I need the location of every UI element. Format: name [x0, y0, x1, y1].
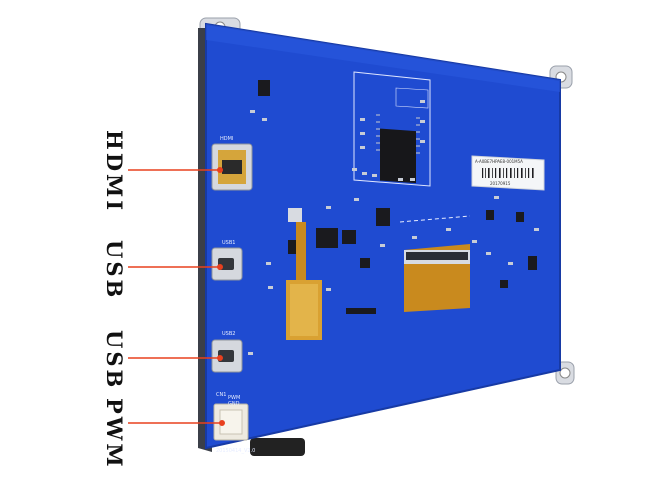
usb2-port [211, 339, 243, 373]
version-silk: 20150414_V2.0 [216, 448, 255, 454]
usb1-label: USB [102, 239, 127, 301]
pwr-con-silk: CN1 [216, 392, 226, 398]
hdmi-label: HDMI [102, 130, 127, 214]
pwr-gnd-silk: GND [228, 401, 240, 407]
barcode-sticker [471, 155, 545, 191]
mcu-chip [376, 114, 420, 184]
hdmi-port [211, 143, 253, 191]
usb2-label: USB [102, 329, 127, 391]
usb2-silk: USB2 [222, 331, 235, 337]
fpc-cable [286, 222, 322, 340]
hdmi-silk: HDMI [220, 136, 233, 142]
passive-components [248, 100, 539, 355]
fpc-outline [399, 215, 471, 223]
usb1-silk: USB1 [222, 240, 235, 246]
pwm-label: PWM [102, 398, 127, 470]
usb2-leader-dot [217, 354, 224, 361]
leader-lines [128, 167, 226, 426]
header-strip [346, 308, 376, 314]
pwr-pwm-silk: PWM [228, 395, 240, 401]
hdmi-leader-dot [217, 167, 224, 174]
crystal [288, 208, 302, 222]
pwm-leader-dot [219, 419, 226, 426]
usb1-port [211, 247, 243, 281]
lcd-fpc-connector [404, 244, 470, 312]
pwm-connector [213, 403, 249, 441]
smd-components [258, 80, 537, 288]
usb1-leader-dot [217, 263, 224, 270]
sticker-line2: 20170915 [490, 181, 511, 186]
sticker-line1: A-A0BE7HPAE8-001M5A [475, 159, 523, 164]
